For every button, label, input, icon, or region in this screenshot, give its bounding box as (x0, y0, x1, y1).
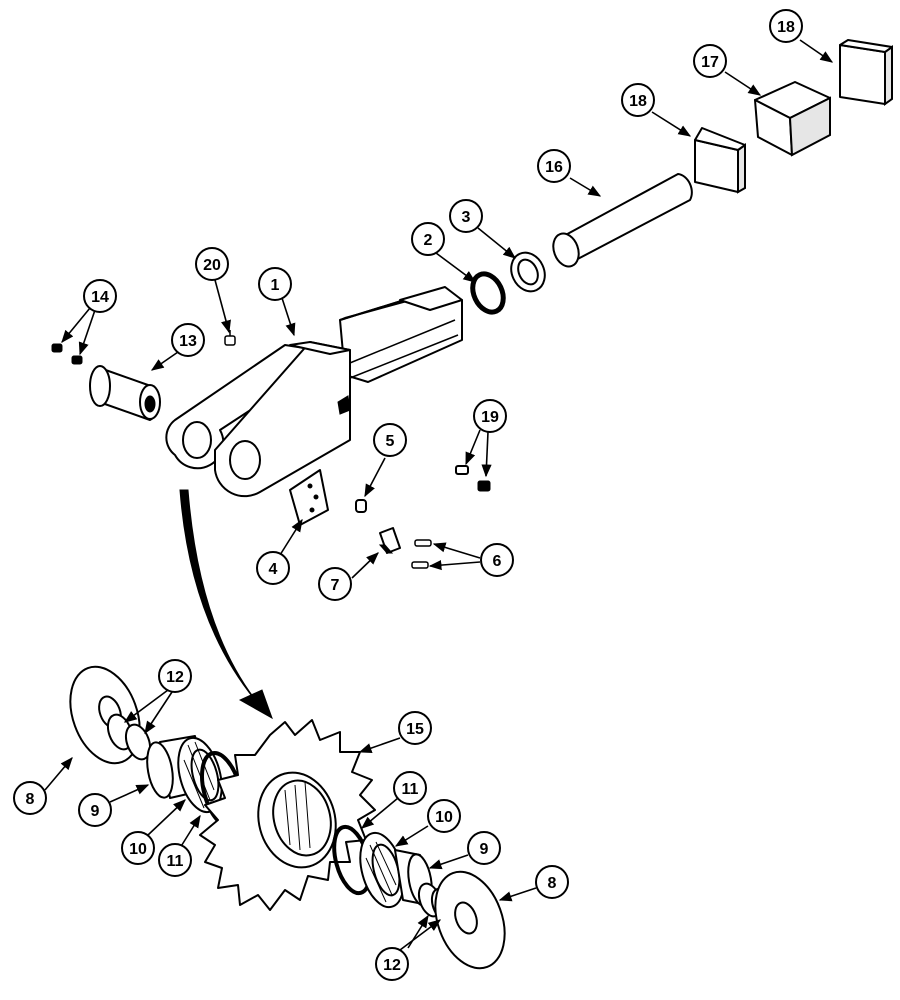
svg-text:20: 20 (203, 257, 221, 274)
part-10-cage-right (359, 831, 405, 909)
svg-text:3: 3 (462, 209, 471, 226)
callout-10-right: 10 (427, 799, 461, 833)
svg-text:16: 16 (545, 159, 563, 176)
callout-8-right: 8 (535, 865, 569, 899)
svg-text:12: 12 (383, 957, 401, 974)
callout-20: 20 (195, 247, 229, 281)
callout-8-left: 8 (13, 781, 47, 815)
callout-18-left: 18 (621, 83, 655, 117)
part-2-o-ring (470, 271, 506, 315)
svg-text:11: 11 (167, 853, 184, 870)
svg-text:8: 8 (26, 791, 35, 808)
callout-9-left: 9 (78, 793, 112, 827)
svg-text:9: 9 (91, 803, 100, 820)
callout-16: 16 (537, 149, 571, 183)
part-6-bolts (411, 539, 432, 569)
svg-text:9: 9 (480, 841, 489, 858)
callout-5: 5 (373, 423, 407, 457)
svg-text:18: 18 (777, 19, 795, 36)
callout-14: 14 (83, 279, 117, 313)
svg-text:17: 17 (701, 54, 719, 71)
svg-text:11: 11 (402, 781, 419, 798)
part-16-rod (552, 173, 693, 268)
callout-4: 4 (256, 551, 290, 585)
callout-19: 19 (473, 399, 507, 433)
svg-text:14: 14 (91, 289, 109, 306)
svg-text:6: 6 (493, 553, 502, 570)
part-18-wear-block-left (694, 127, 746, 194)
part-14-set-screws (51, 343, 83, 365)
svg-text:18: 18 (629, 93, 647, 110)
callout-12-right: 12 (375, 947, 409, 981)
svg-text:5: 5 (386, 433, 395, 450)
callout-2: 2 (411, 222, 445, 256)
part-7-clip (378, 527, 401, 554)
callout-11-right: 11 (393, 771, 427, 805)
part-18-wear-block-right (839, 39, 893, 106)
part-10-cage-left (177, 736, 223, 814)
callout-6: 6 (480, 543, 514, 577)
svg-text:13: 13 (179, 333, 197, 350)
svg-text:8: 8 (548, 875, 557, 892)
leader-lines (44, 39, 834, 951)
callout-9-right: 9 (467, 831, 501, 865)
svg-text:10: 10 (435, 809, 453, 826)
part-13-sleeve (89, 365, 161, 421)
svg-text:2: 2 (424, 232, 433, 249)
callout-11-left: 11 (158, 843, 192, 877)
svg-text:12: 12 (166, 669, 184, 686)
callout-15: 15 (398, 711, 432, 745)
callout-17: 17 (693, 44, 727, 78)
callout-1: 1 (258, 267, 292, 301)
svg-text:10: 10 (129, 841, 147, 858)
svg-text:15: 15 (406, 721, 424, 738)
part-17-block (754, 81, 831, 157)
svg-text:4: 4 (269, 561, 278, 578)
part-3-washer (510, 251, 546, 293)
part-19-fittings (455, 465, 491, 492)
callout-3: 3 (449, 199, 483, 233)
callout-18-right: 18 (769, 9, 803, 43)
svg-text:1: 1 (271, 277, 280, 294)
callout-10-left: 10 (121, 831, 155, 865)
part-8-disc-right (434, 870, 506, 970)
assembly-arrow (179, 489, 273, 720)
part-1-yoke (165, 286, 463, 498)
svg-text:19: 19 (481, 409, 499, 426)
svg-text:7: 7 (331, 577, 340, 594)
callout-7: 7 (318, 567, 352, 601)
part-20-grease-fitting (224, 330, 236, 346)
part-4-plate (289, 469, 329, 526)
part-12-rings-left (106, 713, 152, 761)
callout-13: 13 (171, 323, 205, 357)
part-15-sprocket (199, 719, 376, 911)
callout-12-left: 12 (158, 659, 192, 693)
part-5-dowel (355, 499, 367, 513)
